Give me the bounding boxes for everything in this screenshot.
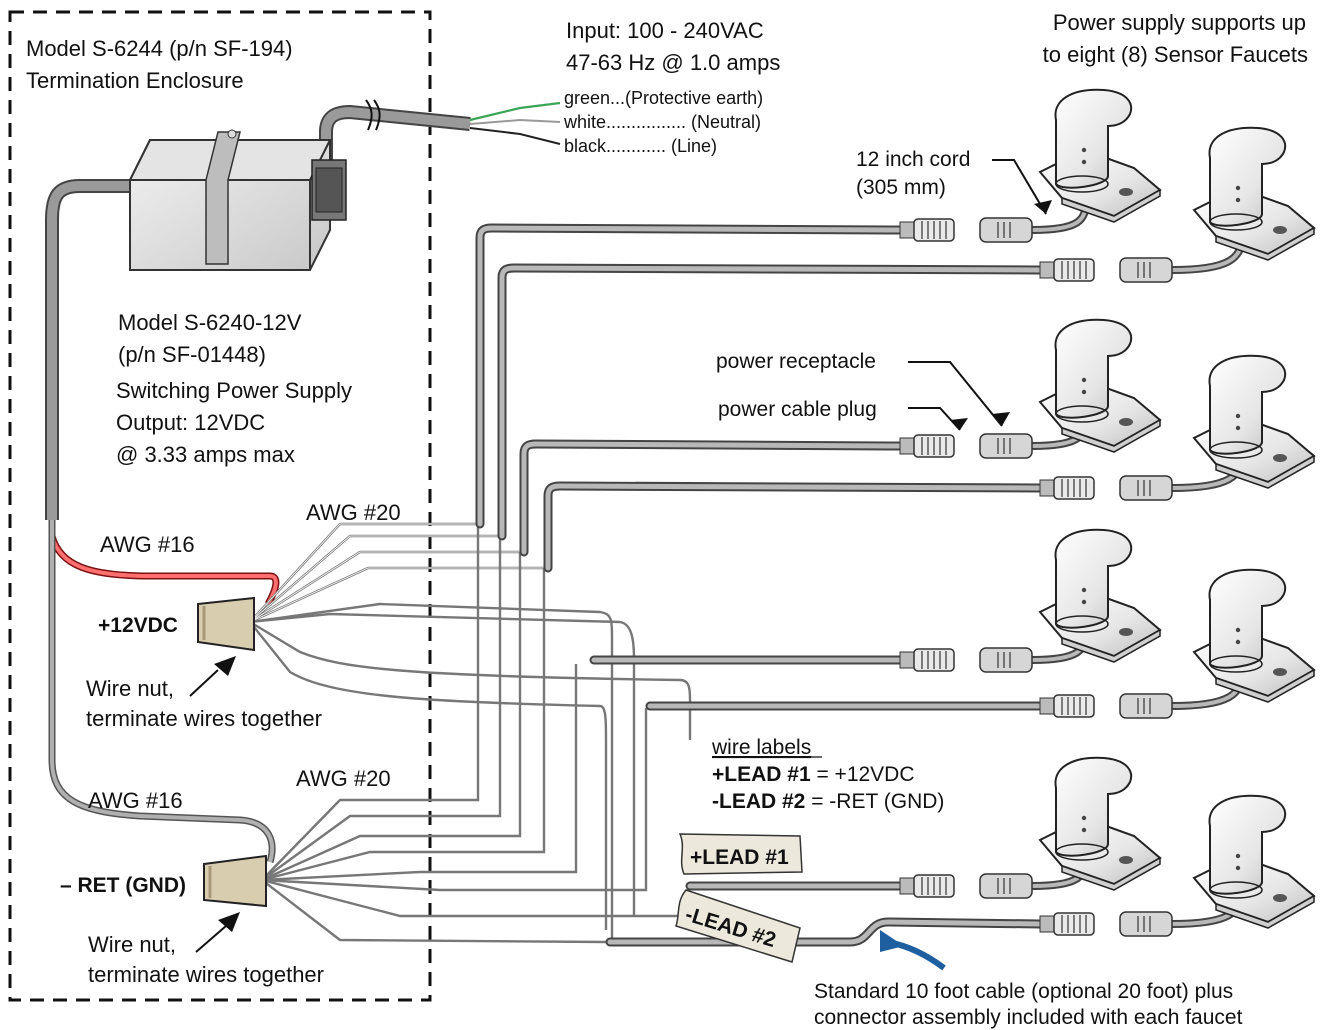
- input-spec-line2: 47-63 Hz @ 1.0 amps: [566, 50, 780, 75]
- wire-nut-positive: [197, 596, 255, 652]
- wire-label-lead2: -LEAD #2 = -RET (GND): [712, 790, 944, 813]
- wire-label-lead1-key: +LEAD #1: [712, 763, 811, 786]
- connector-pair: [1039, 911, 1173, 937]
- cable-note-line1: Standard 10 foot cable (optional 20 foot…: [814, 980, 1233, 1003]
- wire-label-lead2-value: = -RET (GND): [805, 790, 944, 813]
- psu-line2: (p/n SF-01448): [118, 342, 266, 367]
- awg16-top-label: AWG #16: [100, 532, 195, 557]
- connector-pair: [899, 217, 1033, 243]
- awg20-top-label: AWG #20: [306, 500, 401, 525]
- power-receptacle-label: power receptacle: [716, 350, 876, 373]
- enclosure-title-line1: Model S-6244 (p/n SF-194): [26, 36, 293, 61]
- connector-pair: [1039, 693, 1173, 719]
- faucet-cables: [475, 223, 1045, 947]
- black-wire: [469, 127, 561, 145]
- sensor-faucet: [1193, 354, 1315, 489]
- awg20-negative-wires: [261, 524, 690, 944]
- blue-arrow: [880, 930, 946, 971]
- supports-line1: Power supply supports up: [1053, 10, 1306, 35]
- power-supply-box: [128, 129, 347, 271]
- termination-enclosure-border: [8, 10, 432, 1002]
- leader-arrowheads: [214, 200, 1052, 932]
- connector-pair: [899, 433, 1033, 459]
- white-wire-label: white................ (Neutral): [563, 112, 761, 132]
- sensor-faucet: [1193, 794, 1315, 929]
- black-wire-label: black............ (Line): [564, 136, 717, 156]
- green-wire-label: green...(Protective earth): [564, 88, 763, 108]
- connector-pair: [899, 647, 1033, 673]
- psu-line3: Switching Power Supply: [116, 378, 352, 403]
- supports-line2: to eight (8) Sensor Faucets: [1043, 42, 1308, 67]
- connector-pair: [899, 873, 1033, 899]
- awg16-bottom-label: AWG #16: [88, 788, 183, 813]
- psu-line5: @ 3.33 amps max: [116, 442, 295, 467]
- sensor-faucet: [1039, 318, 1161, 453]
- positive-terminal-label: +12VDC: [98, 614, 178, 637]
- wire-label-lead1-value: = +12VDC: [811, 763, 915, 786]
- positive-nut-note2: terminate wires together: [86, 706, 322, 731]
- cord-length-line1: 12 inch cord: [856, 148, 970, 171]
- enclosure-title-line2: Termination Enclosure: [26, 68, 244, 93]
- negative-nut-note1: Wire nut,: [88, 932, 176, 957]
- lead1-tag-text: +LEAD #1: [690, 846, 789, 869]
- green-wire: [469, 101, 561, 122]
- negative-terminal-label: – RET (GND): [60, 874, 186, 897]
- sensor-faucet: [1193, 568, 1315, 703]
- connector-pair: [1039, 257, 1173, 283]
- cable-note-line2: connector assembly included with each fa…: [814, 1006, 1243, 1029]
- wire-nut-negative: [203, 854, 267, 908]
- lead1-tag: +LEAD #1: [678, 833, 803, 875]
- sensor-faucet: [1039, 756, 1161, 891]
- sensor-faucet: [1039, 528, 1161, 663]
- awg20-bottom-label: AWG #20: [296, 766, 391, 791]
- input-spec-line1: Input: 100 - 240VAC: [566, 18, 764, 43]
- wire-label-lead1: +LEAD #1 = +12VDC: [712, 763, 915, 786]
- wire-labels-heading: wire labels: [711, 736, 811, 759]
- sensor-faucet: [1193, 126, 1315, 261]
- sensor-faucet: [1039, 88, 1161, 223]
- cord-length-line2: (305 mm): [856, 176, 946, 199]
- positive-nut-note1: Wire nut,: [86, 676, 174, 701]
- power-cable-plug-label: power cable plug: [718, 398, 877, 421]
- wire-label-lead2-key: -LEAD #2: [712, 790, 805, 813]
- connector-pair: [1039, 475, 1173, 501]
- leader-lines: [189, 159, 1047, 953]
- negative-nut-note2: terminate wires together: [88, 962, 324, 987]
- white-wire: [469, 118, 561, 125]
- lead2-tag: -LEAD #2: [675, 889, 801, 963]
- psu-line1: Model S-6240-12V: [118, 310, 302, 335]
- psu-line4: Output: 12VDC: [116, 410, 265, 435]
